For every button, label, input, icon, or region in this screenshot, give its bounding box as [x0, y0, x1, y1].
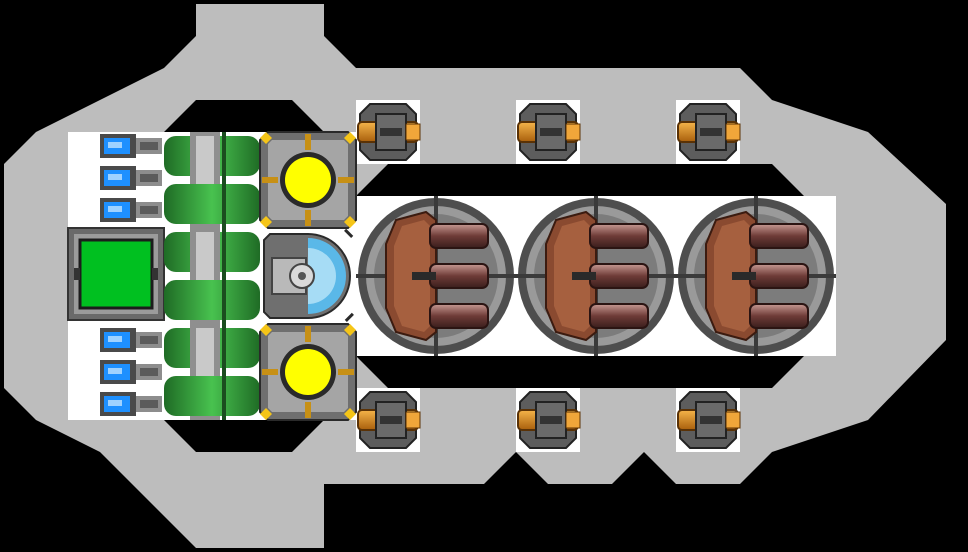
battery-icon[interactable] — [100, 328, 162, 352]
thruster-icon[interactable] — [357, 391, 421, 449]
fuel-tank-icon[interactable] — [164, 324, 260, 420]
battery-icon[interactable] — [100, 198, 162, 222]
thruster-bank[interactable] — [357, 103, 741, 449]
fuel-tank-icon[interactable] — [164, 228, 260, 324]
battery-icon[interactable] — [100, 360, 162, 384]
missile-launcher-bank[interactable] — [356, 196, 836, 356]
thruster-icon[interactable] — [517, 391, 581, 449]
battery-icon[interactable] — [100, 166, 162, 190]
battery-bank[interactable] — [100, 134, 162, 416]
thruster-icon[interactable] — [357, 103, 421, 161]
missile-launcher-icon[interactable] — [356, 196, 516, 356]
thruster-icon[interactable] — [677, 103, 741, 161]
reactor-core-icon[interactable] — [259, 323, 357, 421]
battery-icon[interactable] — [100, 392, 162, 416]
fuel-tank-bank[interactable] — [164, 132, 260, 420]
reactor-core-icon[interactable] — [259, 131, 357, 229]
thruster-icon[interactable] — [517, 103, 581, 161]
cockpit-icon[interactable] — [67, 227, 165, 321]
battery-icon[interactable] — [100, 134, 162, 158]
missile-launcher-icon[interactable] — [516, 196, 676, 356]
fuel-tank-icon[interactable] — [164, 132, 260, 228]
thruster-icon[interactable] — [677, 391, 741, 449]
shield-generator-icon[interactable] — [263, 228, 354, 322]
missile-launcher-icon[interactable] — [676, 196, 836, 356]
